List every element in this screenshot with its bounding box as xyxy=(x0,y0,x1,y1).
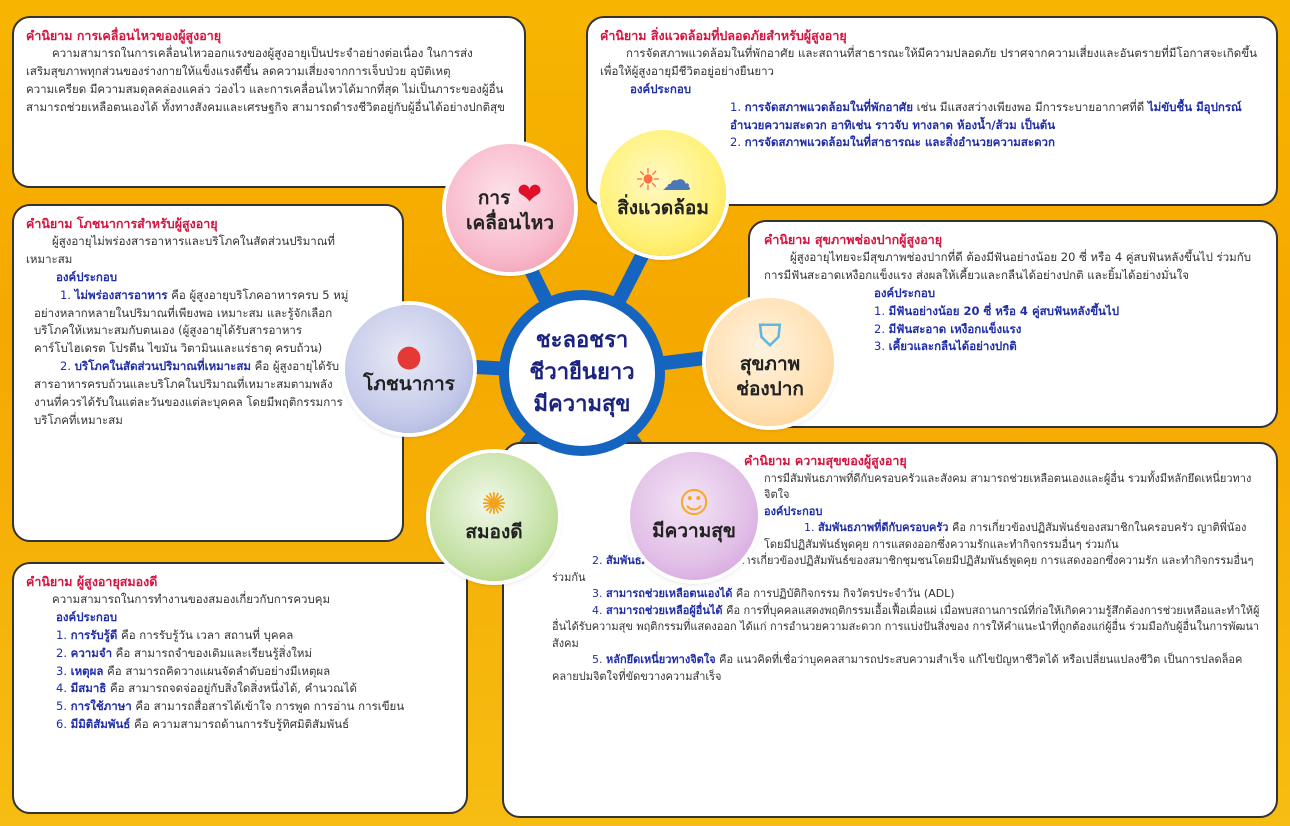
center-circle: ชะลอชรา ชีวายืนยาว มีความสุข xyxy=(499,290,665,456)
list-item: 3. สามารถช่วยเหลือตนเองได้ คือ การปฏิบัต… xyxy=(592,587,955,601)
panel-title: คำนิยาม การเคลื่อนไหวของผู้สูงอายุ xyxy=(26,28,222,43)
node-oral: ⛉ สุขภาพ ช่องปาก xyxy=(706,298,834,426)
components-heading: องค์ประกอบ xyxy=(764,504,823,518)
components-heading: องค์ประกอบ xyxy=(56,610,118,625)
list-item: 4. มีสมาธิ คือ สามารถจดจ่ออยู่กับสิ่งใดส… xyxy=(56,681,357,696)
panel-body: ความสามารถในการเคลื่อนไหวออกแรงของผู้สูง… xyxy=(26,46,505,114)
node-nutrition: ● โภชนาการ xyxy=(345,305,473,433)
panel-title: คำนิยาม สุขภาพช่องปากผู้สูงอายุ xyxy=(764,232,943,247)
list-item: 6. มีมิติสัมพันธ์ คือ ความสามารถด้านการร… xyxy=(56,717,350,732)
list-item: 2. มีฟันสะอาด เหงือกแข็งแรง xyxy=(874,321,1022,336)
apple-icon: ● xyxy=(395,338,423,374)
list-item: 1. สัมพันธภาพที่ดีกับครอบครัว คือ การเกี… xyxy=(764,521,1247,551)
list-item: 2. การจัดสภาพแวดล้อมในที่สาธารณะ และสิ่ง… xyxy=(730,135,1055,150)
list-item: 2. ความจำ คือ สามารถจำของเดิมและเรียนรู้… xyxy=(56,645,313,660)
list-item: 1. มีฟันอย่างน้อย 20 ซี่ หรือ 4 คู่สบฟัน… xyxy=(874,303,1120,318)
panel-environment: คำนิยาม สิ่งแวดล้อมที่ปลอดภัยสำหรับผู้สู… xyxy=(586,16,1278,206)
node-movement: การ ❤ เคลื่อนไหว xyxy=(446,144,574,272)
node-environment: ☀☁ สิ่งแวดล้อม xyxy=(600,130,726,256)
smile-icon: ☺ xyxy=(678,485,710,521)
panel-title: คำนิยาม ความสุขของผู้สูงอายุ xyxy=(744,453,907,468)
panel-title: คำนิยาม สิ่งแวดล้อมที่ปลอดภัยสำหรับผู้สู… xyxy=(600,28,847,43)
list-item: 4. สามารถช่วยเหลือผู้อื่นได้ คือ การที่บ… xyxy=(552,603,1260,650)
panel-movement: คำนิยาม การเคลื่อนไหวของผู้สูงอายุ ความส… xyxy=(12,16,526,188)
panel-body: การจัดสภาพแวดล้อมในที่พักอาศัย และสถานที… xyxy=(600,46,1257,79)
node-brain: ✺ สมองดี xyxy=(430,453,558,581)
list-item: 1. ไม่พร่องสารอาหาร คือ ผู้สูงอายุบริโภค… xyxy=(34,287,349,356)
panel-happy: คำนิยาม ความสุขของผู้สูงอายุ การมีสัมพัน… xyxy=(502,442,1278,818)
tooth-icon: ⛉ xyxy=(758,319,782,355)
panel-nutrition: คำนิยาม โภชนาการสำหรับผู้สูงอายุ ผู้สูงอ… xyxy=(12,204,404,542)
panel-brain: คำนิยาม ผู้สูงอายุสมองดี ความสามารถในการ… xyxy=(12,562,468,814)
brain-icon: ✺ xyxy=(481,486,507,522)
sun-cloud-icon: ☀☁ xyxy=(634,162,692,198)
panel-body: ความสามารถในการทำงานของสมองเกี่ยวกับการค… xyxy=(52,592,331,607)
panel-oral: คำนิยาม สุขภาพช่องปากผู้สูงอายุ ผู้สูงอา… xyxy=(748,220,1278,428)
panel-body: ผู้สูงอายุไทยจะมีสุขภาพช่องปากที่ดี ต้อง… xyxy=(764,250,1252,283)
components-heading: องค์ประกอบ xyxy=(630,82,692,96)
list-item: 1. การจัดสภาพแวดล้อมในที่พักอาศัย เช่น ม… xyxy=(730,99,1242,132)
list-item: 5. หลักยึดเหนี่ยวทางจิตใจ คือ แนวคิดที่เ… xyxy=(552,653,1243,683)
list-item: 1. การรับรู้ดี คือ การรับรู้วัน เวลา สถา… xyxy=(56,628,294,642)
panel-body: การมีสัมพันธภาพที่ดีกับครอบครัวและสังคม … xyxy=(764,471,1252,502)
components-heading: องค์ประกอบ xyxy=(874,286,936,300)
heart-icon: ❤ xyxy=(516,177,543,213)
list-item: 5. การใช้ภาษา คือ สามารถสื่อสารได้เข้าใจ… xyxy=(56,699,405,714)
center-line-3: มีความสุข xyxy=(533,391,631,417)
list-item: 3. เคี้ยวและกลืนได้อย่างปกติ xyxy=(874,339,1017,354)
panel-body: ผู้สูงอายุไม่พร่องสารอาหารและบริโภคในสัด… xyxy=(26,234,335,267)
list-item: 2. บริโภคในสัดส่วนปริมาณที่เหมาะสม คือ ผ… xyxy=(34,359,343,427)
panel-title: คำนิยาม โภชนาการสำหรับผู้สูงอายุ xyxy=(26,216,218,231)
node-happy: ☺ มีความสุข xyxy=(630,452,758,580)
center-line-1: ชะลอชรา xyxy=(535,328,629,354)
components-heading: องค์ประกอบ xyxy=(56,270,118,284)
panel-title: คำนิยาม ผู้สูงอายุสมองดี xyxy=(26,574,158,589)
center-line-2: ชีวายืนยาว xyxy=(529,360,635,386)
list-item: 3. เหตุผล คือ สามารถคิดวางแผนจัดลำดับอย่… xyxy=(56,663,331,678)
